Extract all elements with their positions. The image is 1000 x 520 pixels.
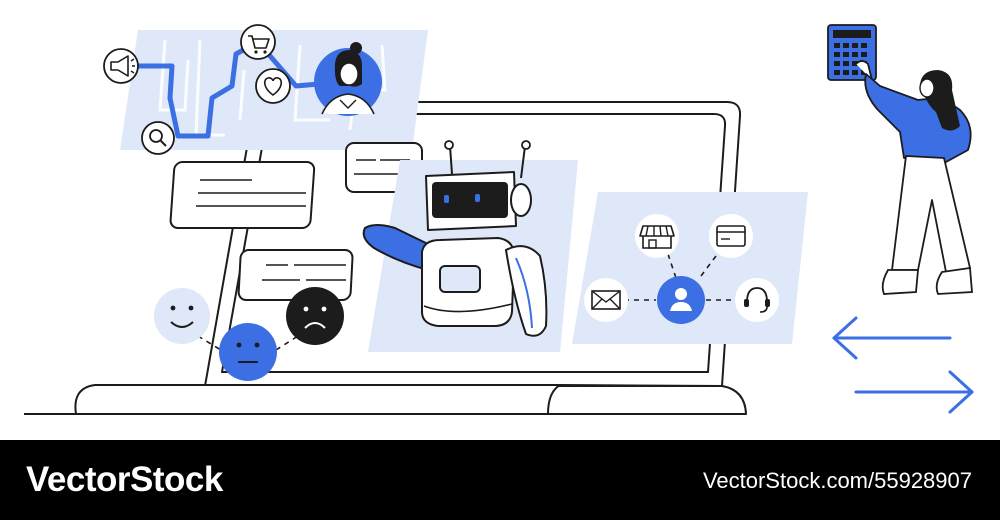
robot <box>362 140 548 337</box>
sad-emoji-icon <box>286 287 344 345</box>
image-id-link[interactable]: VectorStock.com/55928907 <box>702 468 972 493</box>
person-icon <box>657 276 705 324</box>
megaphone-icon <box>103 48 139 84</box>
emoji-connectors <box>197 335 299 353</box>
user-avatar-icon <box>314 42 382 116</box>
journey-path <box>119 39 345 139</box>
arrow-right-icon <box>854 370 974 414</box>
shopping-cart-icon <box>240 24 276 60</box>
chat-bubble-middle <box>237 249 354 301</box>
store-icon <box>635 214 679 258</box>
headset-icon <box>735 278 779 322</box>
woman-legs <box>891 155 971 273</box>
mail-icon <box>584 278 628 322</box>
arrow-left-icon <box>832 316 952 360</box>
laptop-base <box>74 384 561 415</box>
credit-card-icon <box>709 214 753 258</box>
robot-face <box>432 182 508 218</box>
search-icon <box>141 121 175 155</box>
illustration <box>24 24 974 415</box>
vectorstock-logo[interactable]: VectorStock <box>26 460 223 499</box>
smile-emoji-icon <box>154 288 210 344</box>
chat-bubble-large <box>169 161 316 229</box>
support-connectors <box>624 253 736 301</box>
watermark-footer: VectorStock VectorStock.com/55928907 <box>0 440 1000 520</box>
woman-figure <box>855 60 973 295</box>
laptop-base-right <box>548 384 747 415</box>
heart-icon <box>255 68 291 104</box>
robot-arm <box>362 224 433 271</box>
neutral-emoji-icon <box>219 323 277 381</box>
